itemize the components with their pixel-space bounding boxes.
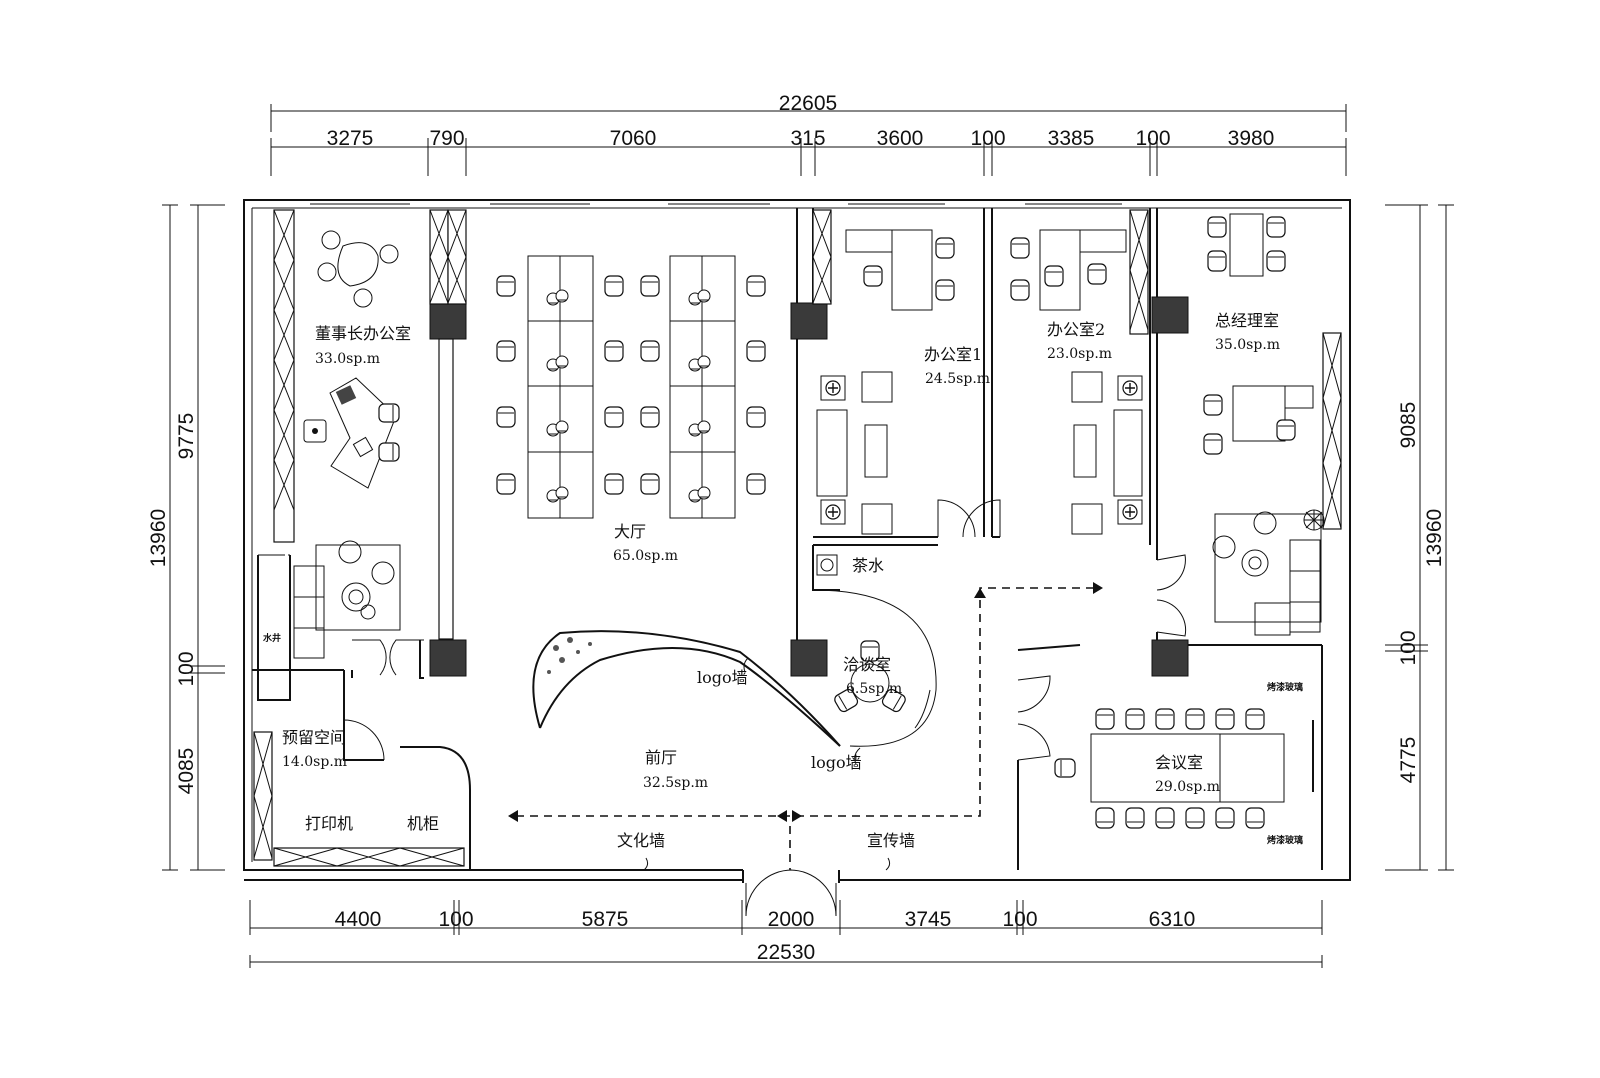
dim-bottom-seg-4: 2000 — [768, 908, 815, 931]
negotiation-name: 洽谈室 — [843, 655, 891, 674]
culture-wall-label: 文化墙 — [617, 831, 665, 850]
circulation-path — [508, 582, 1103, 870]
dim-left-seg-3: 4085 — [175, 748, 198, 795]
dimension-lines: 22605 3275 790 7060 315 3600 100 3385 10… — [147, 92, 1454, 968]
office2-furniture — [1010, 229, 1143, 535]
reserved-name: 预留空间 — [282, 728, 346, 747]
tea-name: 茶水 — [852, 556, 884, 575]
glass-label-bottom: 烤漆玻璃 — [1267, 834, 1303, 846]
dim-top-seg-4: 315 — [790, 127, 825, 150]
dim-right-seg-1: 9085 — [1397, 402, 1420, 449]
tea-and-negotiation — [812, 554, 937, 747]
promo-wall-label: 宣传墙 — [867, 831, 915, 850]
dim-right-seg-3: 4775 — [1397, 737, 1420, 784]
hall-name: 大厅 — [614, 522, 646, 541]
dim-bottom-seg-6: 100 — [1002, 908, 1037, 931]
lobby-area: 32.5sp.m — [643, 775, 708, 791]
dim-bottom-total: 22530 — [757, 941, 815, 964]
gm-office-furniture — [1203, 213, 1325, 636]
reserved-area: 14.0sp.m — [282, 754, 347, 770]
chairman-office-furniture — [293, 230, 401, 659]
dim-top-seg-8: 100 — [1135, 127, 1170, 150]
dim-top-seg-6: 100 — [970, 127, 1005, 150]
chairman-office-name: 董事长办公室 — [315, 324, 411, 343]
cabinet-label: 机柜 — [407, 814, 439, 833]
hall-workstations — [496, 255, 766, 519]
meeting-area: 29.0sp.m — [1155, 779, 1220, 795]
office1-name: 办公室1 — [924, 345, 982, 364]
dim-left-seg-2: 100 — [175, 651, 198, 686]
glass-label-top: 烤漆玻璃 — [1267, 681, 1303, 693]
dim-bottom-seg-2: 100 — [438, 908, 473, 931]
dim-top-seg-7: 3385 — [1048, 127, 1095, 150]
logo-wall-label-2: logo墙 — [811, 753, 862, 772]
door-swings — [343, 499, 1187, 917]
chairman-office-area: 33.0sp.m — [315, 351, 380, 367]
hall-area: 65.0sp.m — [613, 548, 678, 564]
dim-bottom-seg-3: 5875 — [582, 908, 629, 931]
dim-top-seg-5: 3600 — [877, 127, 924, 150]
dim-bottom-seg-5: 3745 — [905, 908, 952, 931]
lobby-name: 前厅 — [645, 748, 677, 767]
annotation-labels: 水井 打印机 机柜 文化墙 宣传墙 logo墙 logo墙 烤漆玻璃 烤漆玻璃 — [263, 632, 1303, 850]
logo-wall — [532, 630, 841, 747]
office1-furniture — [816, 229, 955, 535]
dim-top-total: 22605 — [779, 92, 837, 115]
dim-top-seg-1: 3275 — [327, 127, 374, 150]
office2-area: 23.0sp.m — [1047, 346, 1112, 362]
office1-area: 24.5sp.m — [925, 371, 990, 387]
dim-left-seg-1: 9775 — [175, 413, 198, 460]
dim-right-seg-2: 100 — [1397, 630, 1420, 665]
dim-bottom-seg-7: 6310 — [1149, 908, 1196, 931]
dim-right-total: 13960 — [1423, 509, 1446, 567]
glass-partitions — [253, 209, 1342, 867]
shaft-label: 水井 — [263, 632, 281, 644]
logo-wall-label-1: logo墙 — [697, 668, 748, 687]
room-labels: 董事长办公室 33.0sp.m 大厅 65.0sp.m 办公室1 24.5sp.… — [282, 311, 1280, 795]
office2-name: 办公室2 — [1047, 320, 1105, 339]
meeting-name: 会议室 — [1155, 753, 1203, 772]
window-frames — [310, 199, 1122, 205]
label-leaders — [643, 657, 891, 871]
dim-top-seg-3: 7060 — [610, 127, 657, 150]
dim-top-seg-2: 790 — [429, 127, 464, 150]
gm-office-name: 总经理室 — [1215, 311, 1279, 330]
dim-top-seg-9: 3980 — [1228, 127, 1275, 150]
negotiation-area: 6.5sp.m — [846, 681, 902, 697]
printer-label: 打印机 — [305, 814, 353, 833]
meeting-room-furniture — [1054, 708, 1285, 829]
gm-office-area: 35.0sp.m — [1215, 337, 1280, 353]
dim-left-total: 13960 — [147, 509, 170, 567]
dim-bottom-seg-1: 4400 — [335, 908, 382, 931]
structural-columns — [429, 296, 1189, 677]
